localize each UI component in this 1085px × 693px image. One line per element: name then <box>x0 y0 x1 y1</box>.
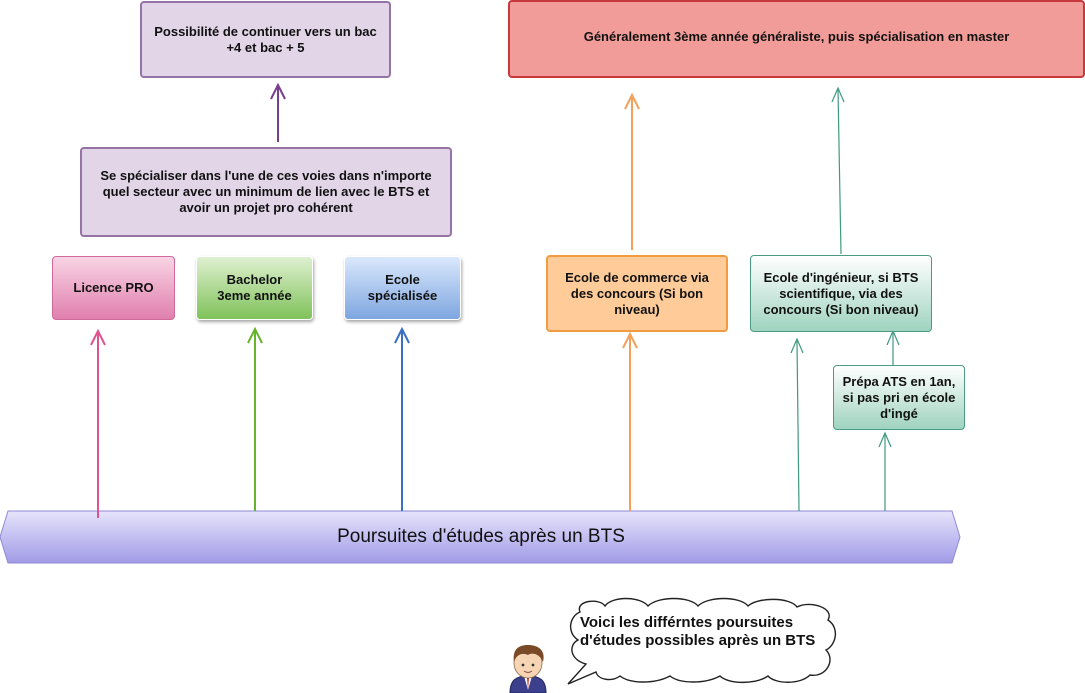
option-bachelor-label: Bachelor 3eme année <box>217 272 292 303</box>
option-ecole-commerce-label: Ecole de commerce via des concours (Si b… <box>565 269 709 317</box>
option-prepa-ats: Prépa ATS en 1an, si pas pri en école d'… <box>833 365 965 430</box>
middle-box: Se spécialiser dans l'une de ces voies d… <box>80 147 452 237</box>
arrow-commerce-to-top-right <box>624 92 640 250</box>
option-licence-pro-label: Licence PRO <box>73 280 154 295</box>
option-ecole-ingenieur: Ecole d'ingénieur, si BTS scientifique, … <box>750 255 932 332</box>
person-avatar-icon <box>509 645 547 693</box>
arrow-prepa-ats <box>878 431 892 511</box>
option-licence-pro: Licence PRO <box>52 256 175 320</box>
top-left-box-text: Possibilité de continuer vers un bac +4 … <box>154 23 377 55</box>
arrow-prepa-to-ingenieur <box>886 329 900 365</box>
top-left-box: Possibilité de continuer vers un bac +4 … <box>140 1 391 78</box>
banner-label: Poursuites d'études après un BTS <box>337 526 625 547</box>
arrow-ecole-specialisee <box>394 326 410 511</box>
top-right-box: Généralement 3ème année généraliste, pui… <box>508 0 1085 78</box>
arrow-bachelor <box>247 326 263 511</box>
arrow-ecole-ingenieur <box>790 337 804 512</box>
option-bachelor: Bachelor 3eme année <box>196 256 313 320</box>
arrow-middle-to-top-left <box>270 82 286 142</box>
speech-bubble-text: Voici les différntes poursuites d'études… <box>580 614 816 649</box>
arrow-licence-pro <box>90 328 106 518</box>
top-right-box-text: Généralement 3ème année généraliste, pui… <box>583 29 1010 44</box>
middle-box-text: Se spécialiser dans l'une de ces voies d… <box>100 168 432 215</box>
arrow-ingenieur-to-top-right <box>831 86 845 255</box>
banner-shape <box>0 510 961 564</box>
option-ecole-specialisee: Ecole spécialisée <box>344 256 461 320</box>
option-ecole-commerce: Ecole de commerce via des concours (Si b… <box>546 255 728 332</box>
option-ecole-ingenieur-label: Ecole d'ingénieur, si BTS scientifique, … <box>763 269 919 317</box>
option-ecole-specialisee-label: Ecole spécialisée <box>367 272 438 303</box>
speech-bubble-shape <box>567 597 836 685</box>
arrow-ecole-commerce <box>622 331 638 511</box>
option-prepa-ats-label: Prépa ATS en 1an, si pas pri en école d'… <box>842 373 956 421</box>
